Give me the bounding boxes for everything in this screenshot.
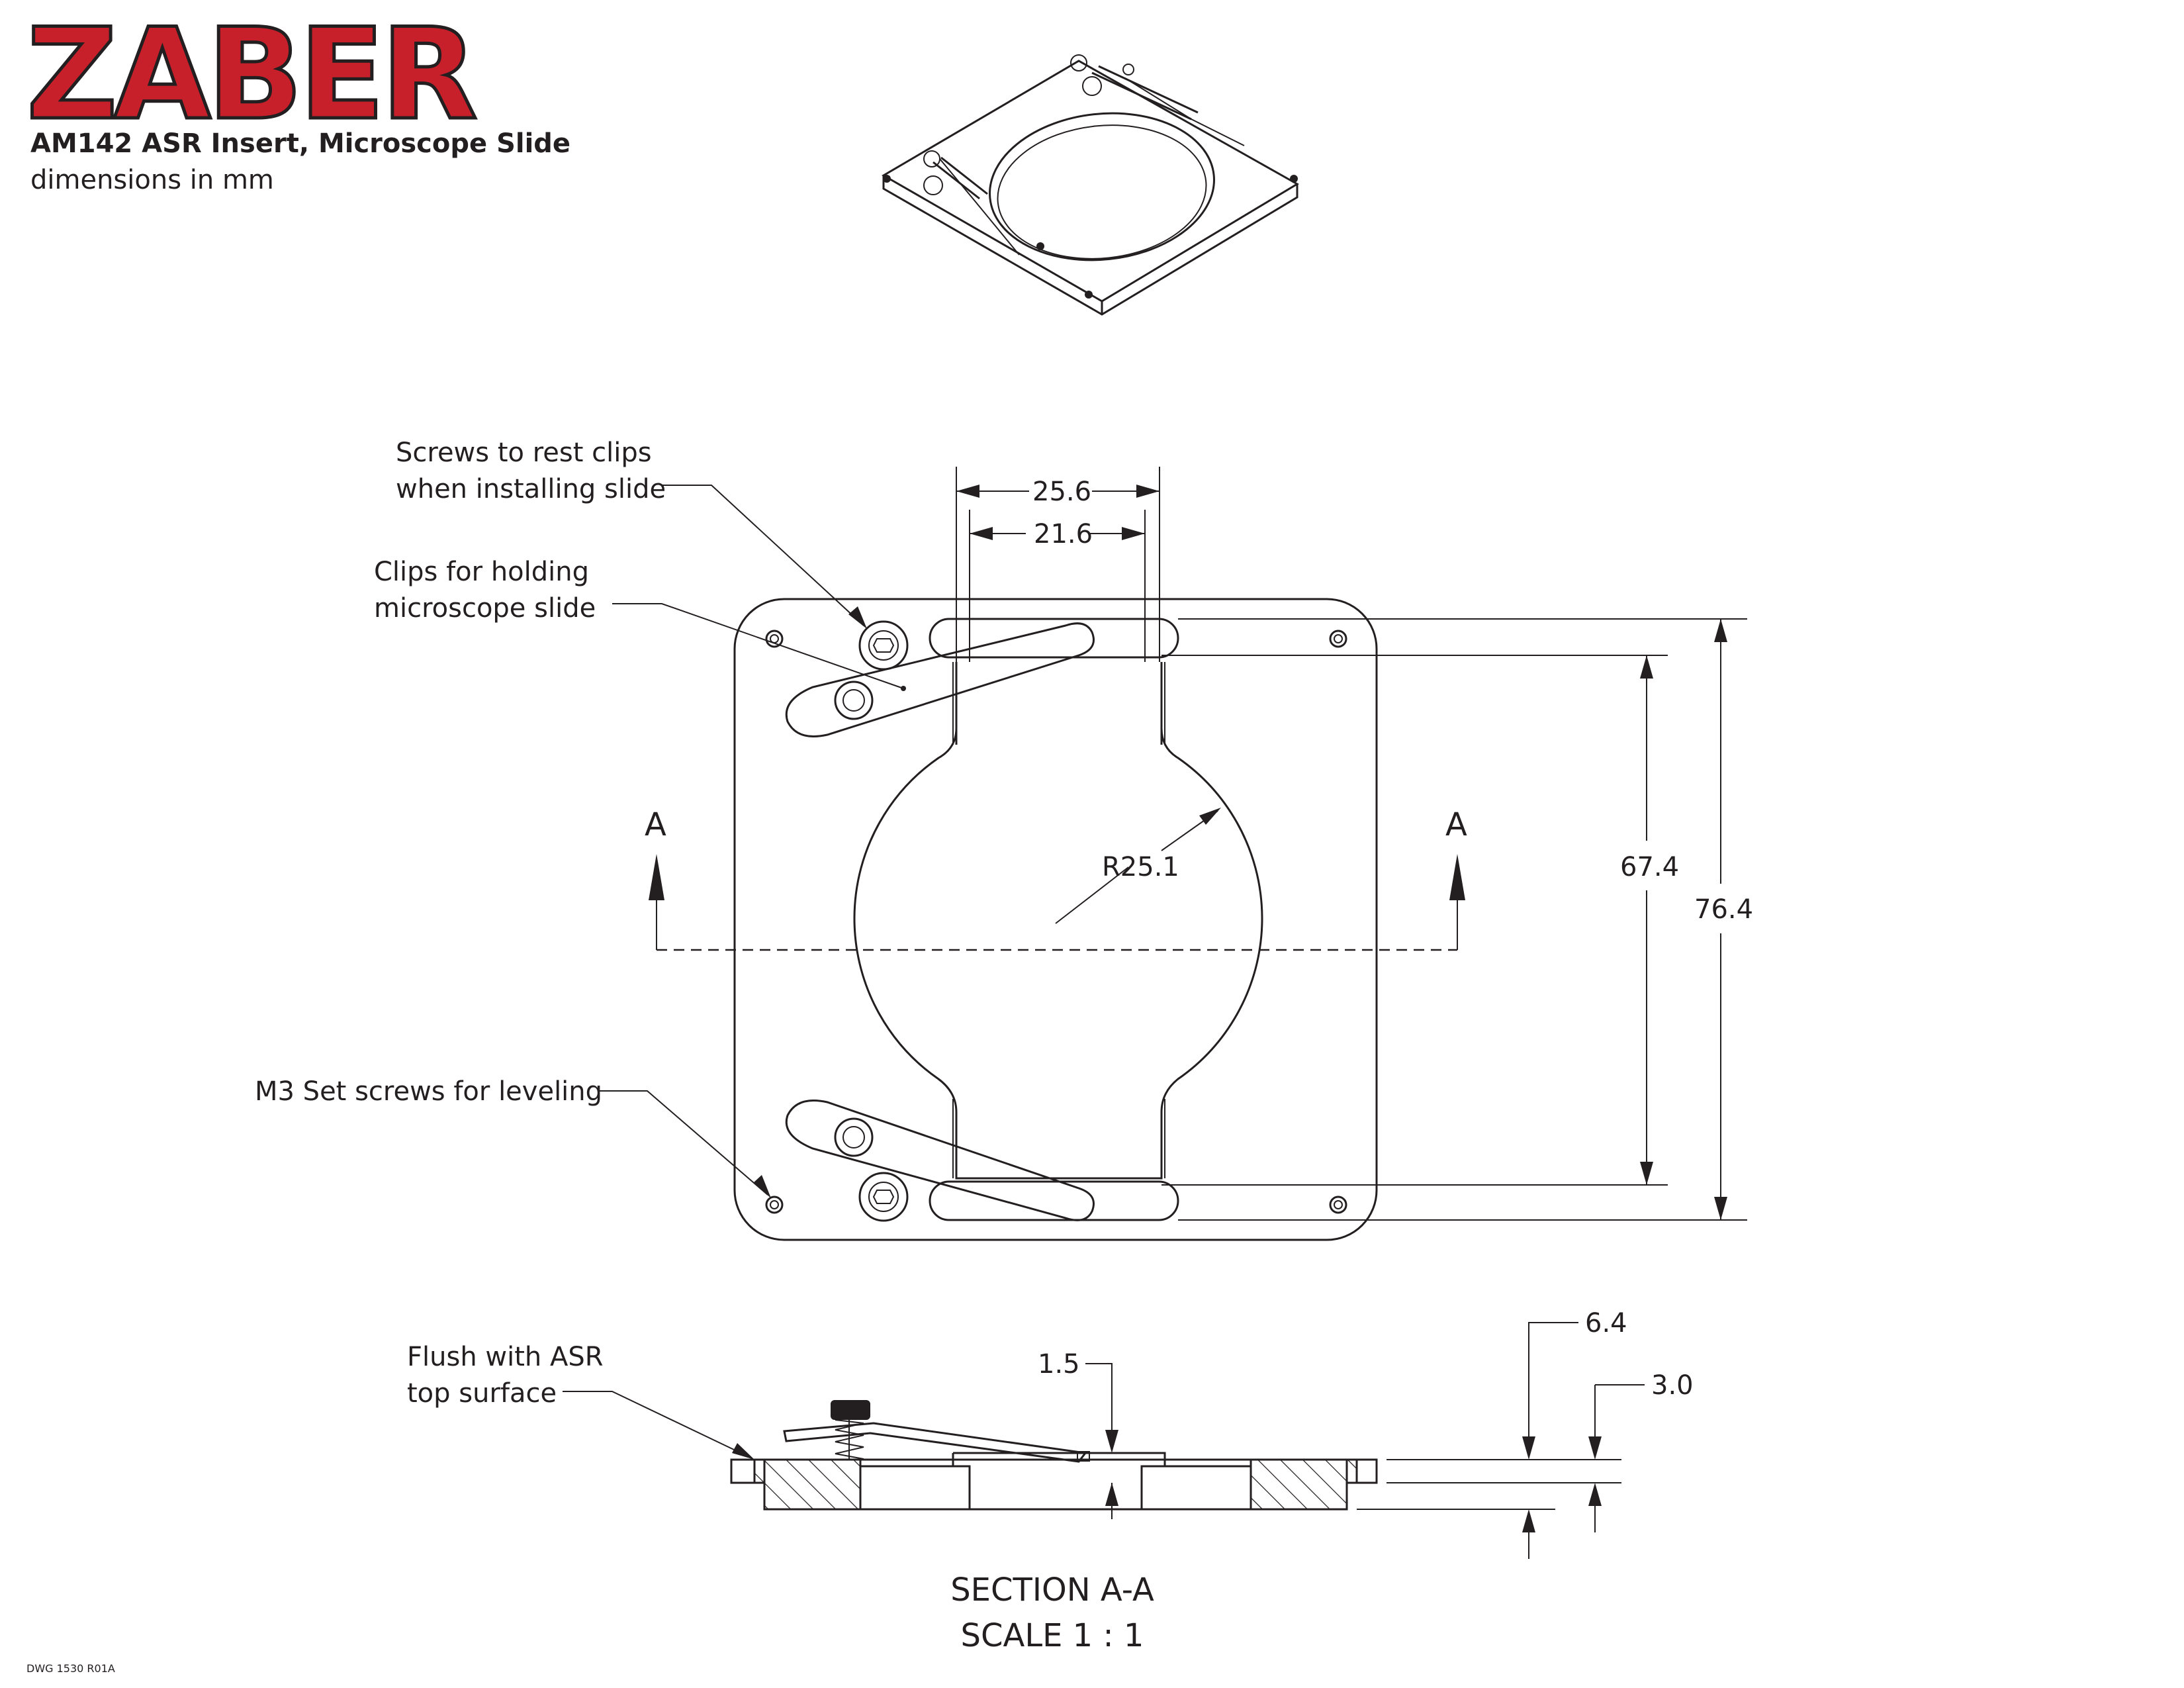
section-view: Flush with ASR top surface 1.5 6.4 3.0 S… bbox=[407, 1308, 1694, 1654]
isometric-view bbox=[882, 54, 1299, 316]
callout-flush-line2: top surface bbox=[407, 1378, 557, 1409]
slide-opening-outline bbox=[853, 662, 1263, 1180]
height-dimensions: 67.4 76.4 bbox=[1161, 618, 1753, 1221]
callout-set-screws: M3 Set screws for leveling bbox=[255, 1076, 602, 1107]
insert-plate-outline bbox=[733, 598, 1378, 1241]
drawing-title: AM142 ASR Insert, Microscope Slide bbox=[30, 128, 570, 159]
zaber-logo: ZABER bbox=[26, 1, 475, 148]
bottom-slide-clip bbox=[785, 1100, 1095, 1222]
radius-dimension: R25.1 bbox=[1102, 852, 1179, 882]
header: ZABER AM142 ASR Insert, Microscope Slide… bbox=[25, 0, 571, 195]
callout-flush-line1: Flush with ASR bbox=[407, 1342, 604, 1372]
plate-thickness-dimension: 3.0 bbox=[1651, 1370, 1694, 1401]
recess-depth-dimension: 1.5 bbox=[1038, 1349, 1080, 1380]
height-outer-dimension: 76.4 bbox=[1694, 894, 1753, 925]
drawing-number: DWG 1530 R01A bbox=[26, 1662, 115, 1675]
top-slide-clip bbox=[785, 620, 1095, 737]
width-outer-dimension: 25.6 bbox=[1032, 477, 1091, 507]
section-scale: SCALE 1 : 1 bbox=[961, 1617, 1144, 1654]
section-marker-right: A bbox=[1445, 806, 1467, 843]
width-inner-dimension: 21.6 bbox=[1034, 519, 1093, 549]
section-caption: SECTION A-A bbox=[950, 1571, 1154, 1609]
total-thickness-dimension: 6.4 bbox=[1585, 1308, 1627, 1338]
height-inner-dimension: 67.4 bbox=[1620, 852, 1679, 882]
leveling-set-screws bbox=[765, 630, 1347, 1214]
drawing-units-note: dimensions in mm bbox=[30, 165, 274, 195]
section-cut-line: A A bbox=[645, 806, 1467, 951]
callout-clips-line1: Clips for holding bbox=[374, 557, 589, 587]
callout-screws-line1: Screws to rest clips bbox=[396, 438, 652, 468]
callout-leaders bbox=[598, 485, 904, 1198]
section-marker-left: A bbox=[645, 806, 666, 843]
callout-screws-line2: when installing slide bbox=[396, 474, 666, 504]
plan-view: A A R25.1 25.6 21.6 bbox=[255, 438, 1753, 1241]
width-dimensions: 25.6 21.6 bbox=[956, 467, 1160, 662]
callout-clips-line2: microscope slide bbox=[374, 593, 596, 624]
